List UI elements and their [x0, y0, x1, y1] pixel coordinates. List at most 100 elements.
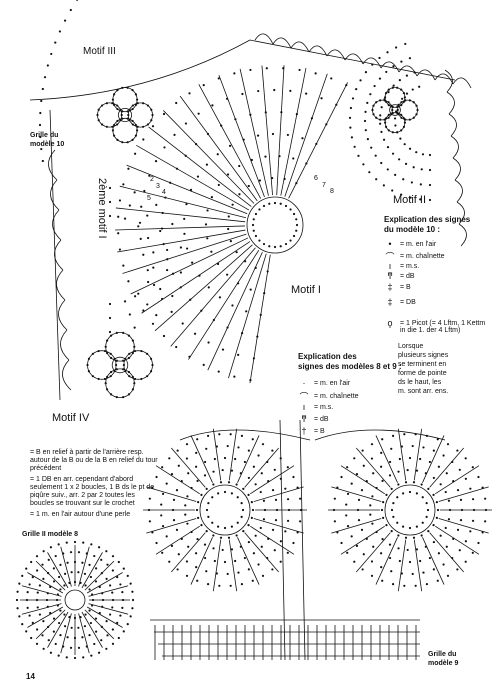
chain-dot [221, 548, 224, 552]
chain-dot [398, 559, 401, 563]
chain-dot [43, 76, 47, 79]
chain-dot [353, 145, 356, 148]
chain-dot [108, 214, 112, 218]
chain-dot [359, 79, 362, 82]
chain-dot [260, 545, 263, 548]
chain-dot [131, 339, 134, 342]
chain-dot [127, 334, 131, 337]
scallop [452, 157, 461, 181]
chain-dot [425, 502, 428, 505]
chain-dot [262, 499, 266, 502]
chain-dot [175, 489, 179, 492]
legend89-row: ı= m.s. [298, 402, 334, 412]
chain-dot [106, 388, 109, 391]
chain-dot [183, 232, 186, 235]
chain-dot [226, 444, 229, 448]
chain-dot [41, 87, 44, 91]
chain-dot [383, 99, 386, 102]
chain-dot [404, 481, 408, 484]
chain-dot [362, 553, 365, 556]
chain-dot [382, 138, 386, 141]
chain-dot [274, 519, 278, 522]
chain-dot [131, 351, 134, 355]
chain-dot [149, 357, 153, 360]
chain-dot [420, 483, 423, 486]
chain-dot [245, 310, 248, 313]
legend-text: = m. chaînette [314, 393, 359, 400]
chain-dot [66, 636, 69, 639]
chain-dot [134, 124, 138, 127]
chain-dot [235, 534, 238, 537]
note-line: autour de la B ou de la B en relief du t… [30, 457, 158, 464]
chain-dot [206, 434, 210, 438]
chain-dot [284, 530, 287, 533]
chain-dot [333, 497, 336, 500]
chain-dot [388, 543, 392, 546]
chain-dot [361, 568, 364, 571]
chain-dot [218, 433, 221, 436]
chain-dot [240, 502, 243, 505]
chain-dot [116, 107, 119, 111]
chain-dot [95, 567, 98, 570]
chain-dot [26, 590, 29, 594]
chain-dot [108, 330, 112, 334]
chain-dot [36, 569, 39, 572]
stitch [429, 447, 465, 488]
chain-dot [236, 521, 239, 524]
chain-dot [400, 193, 403, 196]
chain-dot [400, 104, 403, 107]
chain-dot [170, 544, 174, 547]
chain-dot [390, 530, 393, 533]
chain-dot [186, 247, 189, 250]
chain-dot [320, 97, 323, 100]
chain-dot [197, 112, 200, 115]
chain-dot [148, 174, 151, 177]
chain-dot [82, 541, 85, 544]
chain-dot [81, 636, 84, 639]
chain-dot [387, 116, 390, 119]
chain-dot [484, 497, 487, 500]
chain-dot [375, 178, 378, 181]
chain-dot [421, 496, 424, 499]
legend-symbol: ‡ [387, 297, 393, 307]
chain-dot [106, 563, 109, 566]
chain-dot [105, 550, 108, 553]
chain-dot [162, 334, 166, 338]
chain-dot [386, 168, 389, 171]
chain-dot [58, 30, 61, 33]
chain-dot [217, 525, 220, 528]
chain-dot [252, 218, 255, 221]
chain-dot [16, 607, 19, 610]
flower-center [111, 356, 129, 374]
stitch [435, 525, 480, 555]
chain-dot [384, 96, 387, 99]
chain-dot [350, 136, 354, 139]
chain-dot [30, 636, 33, 640]
chain-dot [210, 196, 213, 199]
chain-dot [136, 129, 139, 132]
chain-dot [456, 568, 459, 571]
chain-dot [305, 92, 308, 95]
stitch [27, 572, 64, 594]
stitch [126, 164, 248, 215]
chain-dot [106, 339, 109, 342]
chain-dot [369, 93, 372, 96]
chain-dot [273, 88, 276, 92]
chain-dot [131, 590, 134, 593]
scallop [456, 201, 465, 225]
chain-dot [262, 204, 266, 208]
chain-dot [196, 175, 200, 178]
stitch [244, 532, 280, 573]
chain-dot [89, 621, 93, 625]
chain-dot [379, 114, 382, 117]
chain-dot [251, 508, 255, 512]
chain-dot [205, 163, 209, 166]
chain-dot [217, 77, 220, 80]
chain-dot [115, 359, 118, 362]
scallop [454, 179, 463, 203]
stitch [228, 253, 267, 379]
chain-dot [133, 349, 137, 353]
chain-dot [371, 63, 374, 66]
chain-dot [111, 98, 114, 101]
flower-center [389, 104, 401, 116]
